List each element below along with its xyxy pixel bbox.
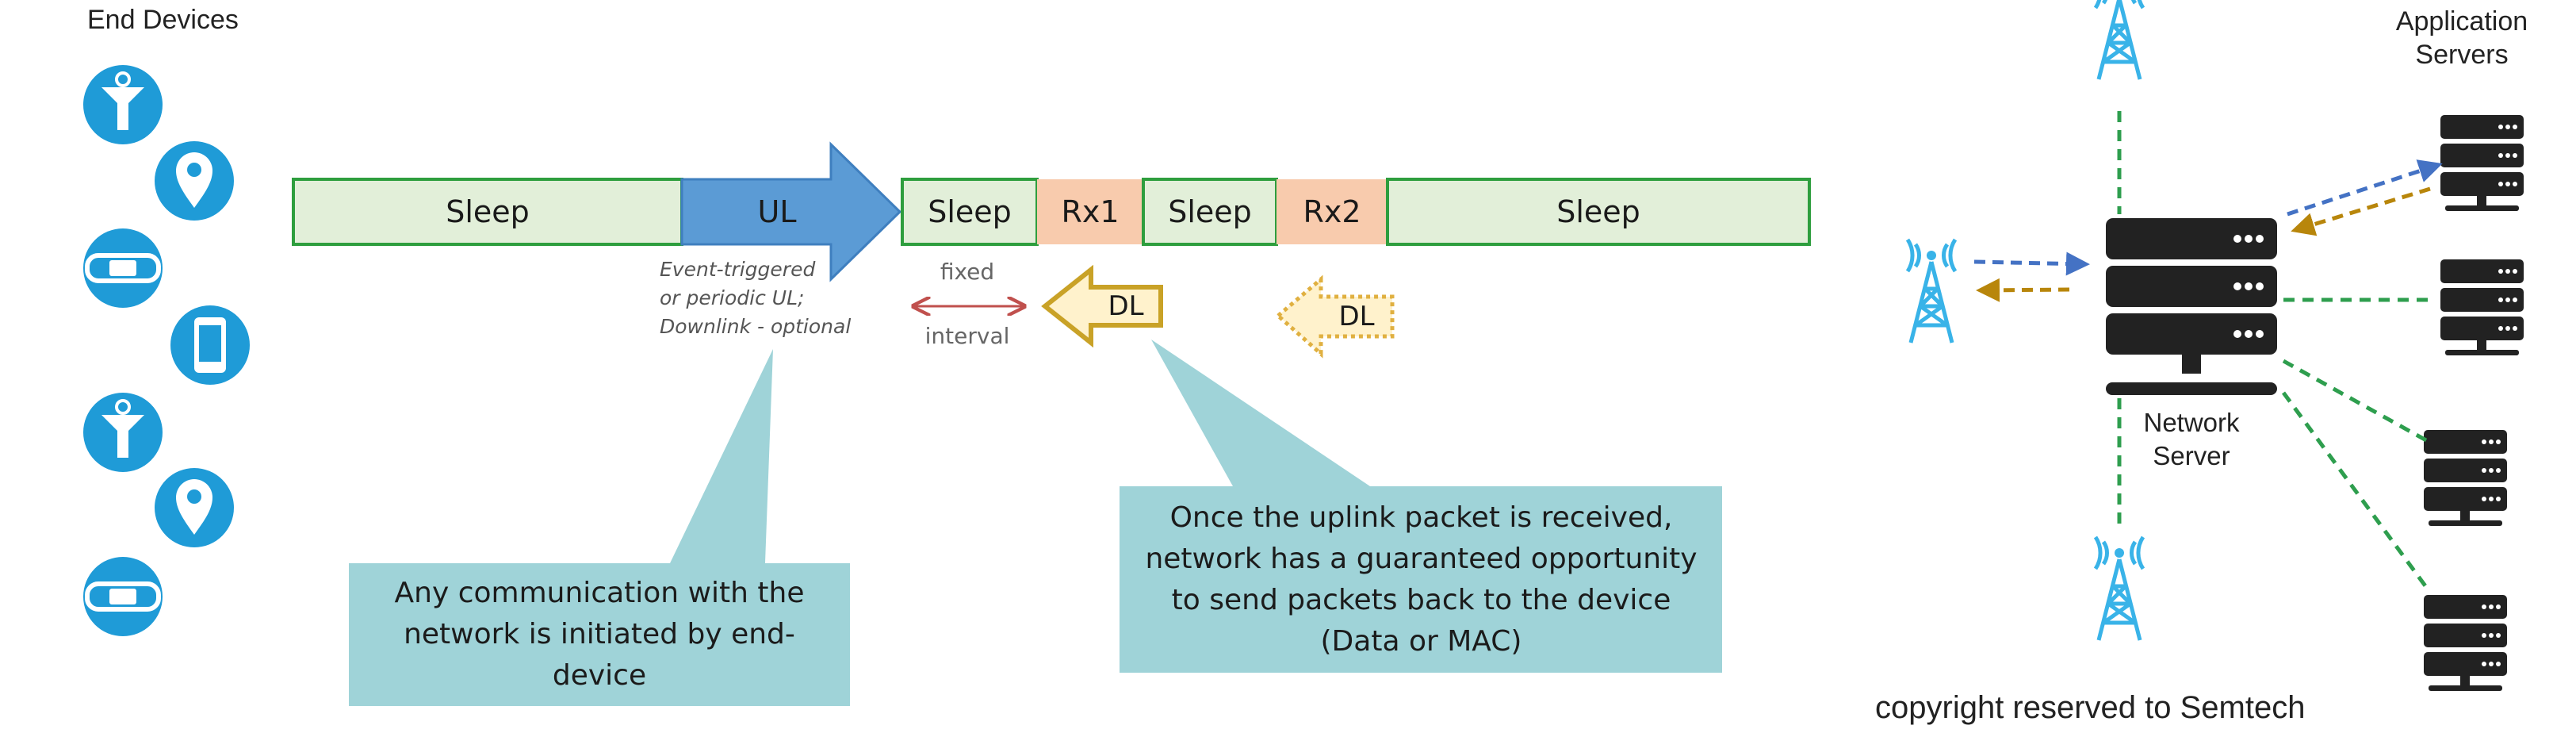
timeline-sleep-4	[1386, 178, 1811, 246]
event-triggered-note: Event-triggered or periodic UL; Downlink…	[660, 258, 852, 338]
location-pin-icon	[176, 479, 212, 535]
app-server-2-icon	[2440, 259, 2524, 355]
sleep-label-4: Sleep	[1556, 194, 1640, 229]
dl-dotted-arrow	[1275, 274, 1395, 359]
fixed-label: fixed	[940, 259, 995, 285]
end-device-6	[155, 468, 234, 547]
network-server-label: Network Server	[2143, 408, 2240, 470]
network-server-icon	[2106, 218, 2277, 395]
app-server-3-icon	[2424, 430, 2507, 526]
dl-solid-arrow	[1041, 264, 1163, 348]
end-device-5	[83, 393, 163, 472]
sleep-label-1: Sleep	[446, 194, 530, 229]
sleep-label-3: Sleep	[1168, 194, 1252, 229]
app-server-4-icon	[2424, 595, 2507, 691]
uplink-arrow-tower	[1973, 251, 2090, 276]
end-device-4	[170, 305, 250, 385]
dl-solid-label: DL	[1108, 290, 1144, 322]
end-device-2	[155, 141, 234, 221]
ul-label: UL	[757, 194, 797, 229]
downlink-arrow-app	[2291, 186, 2431, 236]
tower-left-icon	[1908, 240, 1955, 343]
end-device-7	[83, 557, 163, 636]
rx1-label: Rx1	[1061, 194, 1120, 229]
sleep-label-2: Sleep	[928, 194, 1012, 229]
uplink-arrow-app	[2287, 159, 2443, 217]
callout-left-text: Any communication with the network is in…	[394, 577, 805, 692]
wristband-icon	[85, 581, 161, 612]
timeline-ul-arrow	[680, 141, 902, 282]
tower-top-icon	[2096, 0, 2143, 79]
app-server-1-icon	[2440, 115, 2524, 211]
dl-dotted-label: DL	[1338, 301, 1375, 332]
callout-right-shape	[1120, 340, 1722, 673]
network-links	[2117, 111, 2434, 589]
rx2-label: Rx2	[1303, 194, 1361, 229]
interval-label: interval	[924, 323, 1010, 349]
callout-left-shape	[349, 349, 850, 706]
sensor-icon	[101, 415, 144, 458]
end-device-1	[83, 65, 163, 144]
copyright-text: copyright reserved to Semtech	[1875, 690, 2306, 725]
tower-bottom-icon	[2096, 537, 2143, 640]
end-device-3	[83, 228, 163, 308]
timeline-rx2	[1277, 179, 1388, 244]
sensor-icon	[101, 87, 144, 130]
callout-right-text: Once the uplink packet is received, netw…	[1145, 501, 1698, 658]
end-devices-title: End Devices	[87, 5, 239, 35]
timeline-rx1	[1037, 179, 1143, 244]
application-servers-title: Application Servers	[2395, 6, 2528, 70]
timeline-sleep-2	[901, 178, 1039, 246]
wristband-icon	[85, 253, 161, 283]
timeline-sleep-1	[292, 178, 683, 246]
location-pin-icon	[176, 152, 212, 208]
